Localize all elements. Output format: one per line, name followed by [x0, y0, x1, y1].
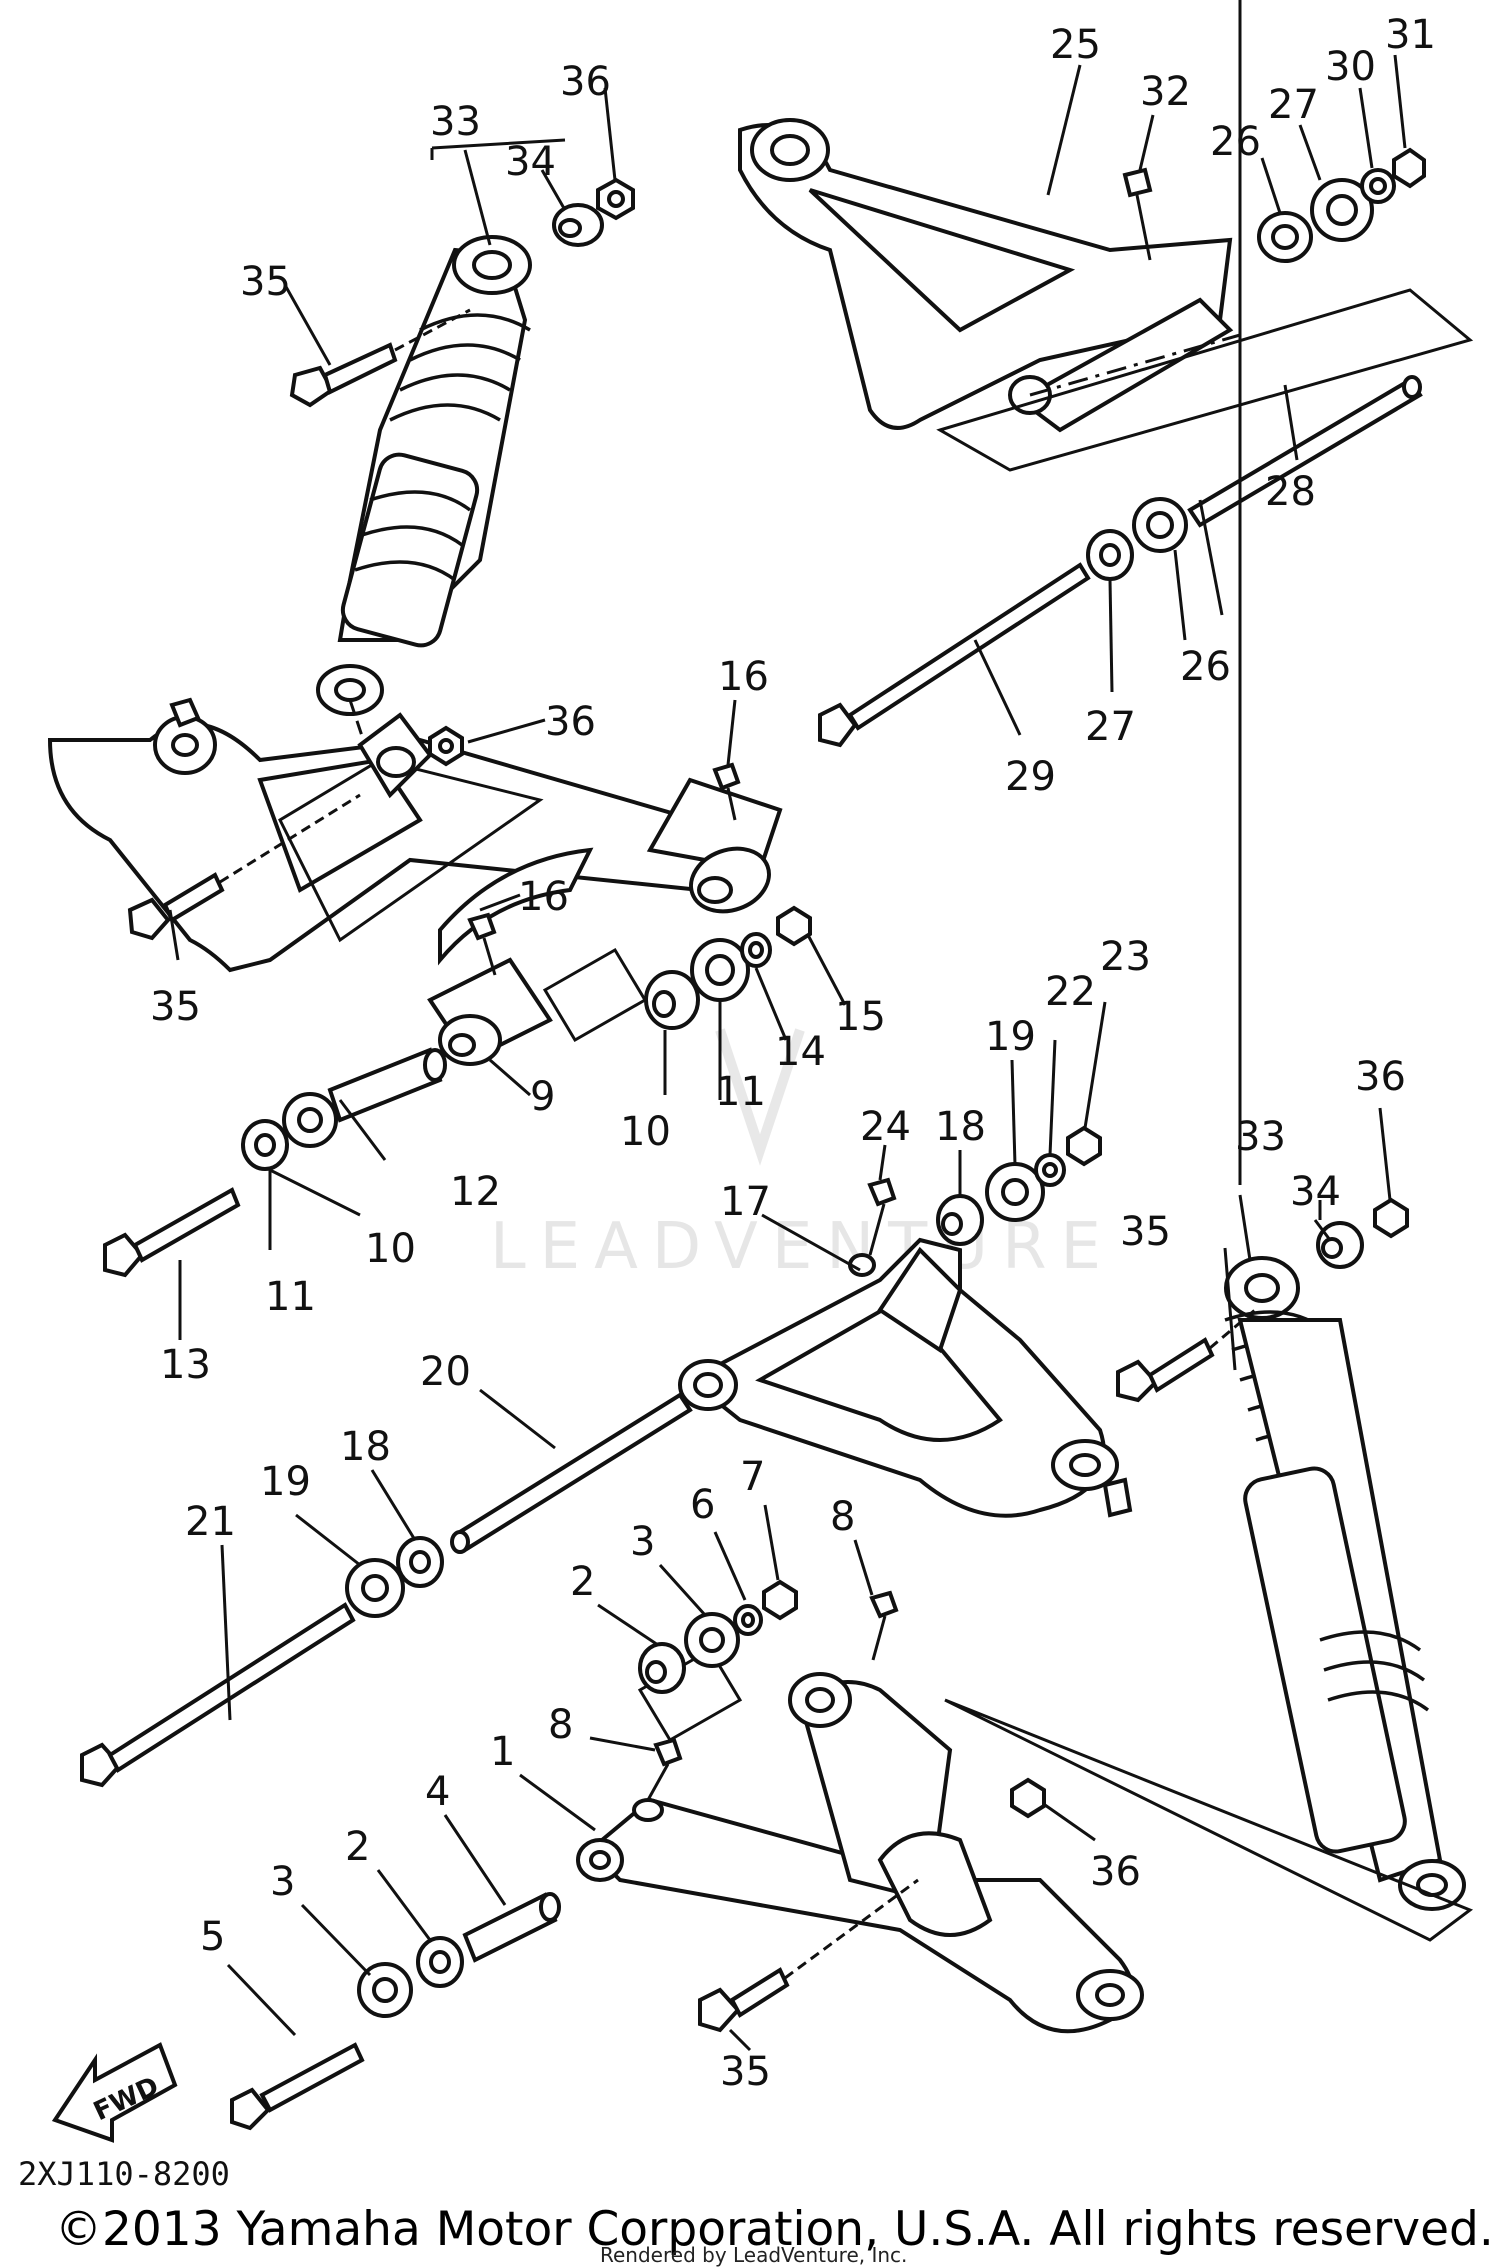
- callout-19: 19: [260, 1459, 311, 1505]
- callout-10: 10: [365, 1226, 416, 1272]
- callout-18: 18: [340, 1424, 391, 1470]
- callout-7: 7: [740, 1454, 765, 1500]
- callout-28: 28: [1265, 469, 1316, 515]
- callout-20: 20: [420, 1349, 471, 1395]
- callout-29: 29: [1005, 754, 1056, 800]
- grease-nipple-16a: [712, 762, 741, 821]
- callout-34: 34: [505, 139, 556, 185]
- grease-nipple-16b: [467, 912, 497, 976]
- callout-8: 8: [830, 1494, 855, 1540]
- callout-27: 27: [1085, 704, 1136, 750]
- callout-3: 3: [630, 1519, 655, 1565]
- grease-nipple-32: [1122, 167, 1153, 261]
- callout-2: 2: [570, 1559, 595, 1605]
- callout-24: 24: [860, 1104, 911, 1150]
- pivot-shaft-20: [450, 1392, 693, 1554]
- rendered-by-text: Rendered by LeadVenture, Inc.: [600, 2243, 907, 2267]
- nut-36-mid: [428, 725, 464, 767]
- callout-5: 5: [200, 1914, 225, 1960]
- bushing-set-mid-right: [1086, 497, 1188, 581]
- upper-arm-front: [678, 1237, 1133, 1518]
- lower-arm-front: [576, 1672, 1474, 2034]
- callout-15: 15: [835, 994, 886, 1040]
- rear-shock-left: [316, 235, 532, 761]
- callout-26: 26: [1180, 644, 1231, 690]
- callout-8: 8: [548, 1702, 573, 1748]
- callout-3: 3: [270, 1859, 295, 1905]
- nut-36-bottom: [1010, 1777, 1046, 1819]
- grease-nipple-8b: [646, 1737, 683, 1801]
- callout-22: 22: [1045, 969, 1096, 1015]
- leader-lines: [168, 0, 1407, 2052]
- grease-nipple-24: [867, 1177, 897, 1256]
- watermark-text: LEADVENTURE: [490, 1210, 1115, 1284]
- bushing-set-bottom-left: [230, 1892, 561, 2131]
- long-bolt-29: [818, 562, 1091, 748]
- callout-labels: 33 34 36 35 25 32 26 27 30 31 28 26 27 2…: [150, 12, 1436, 2095]
- callout-25: 25: [1050, 22, 1101, 68]
- callout-36: 36: [545, 699, 596, 745]
- callout-34: 34: [1290, 1169, 1341, 1215]
- callout-35: 35: [720, 2049, 771, 2095]
- callout-19: 19: [985, 1014, 1036, 1060]
- callout-35: 35: [150, 984, 201, 1030]
- bushing-set-right: [936, 1125, 1102, 1246]
- callout-9: 9: [530, 1074, 555, 1120]
- lower-arm-left: [47, 697, 783, 1066]
- bolt-35-mid: [127, 793, 361, 941]
- callout-35: 35: [240, 259, 291, 305]
- callout-4: 4: [425, 1769, 450, 1815]
- upper-arm-rear: [738, 118, 1474, 472]
- grease-nipple-8a: [869, 1590, 899, 1661]
- callout-31: 31: [1385, 12, 1436, 58]
- callout-1: 1: [490, 1729, 515, 1775]
- callout-27: 27: [1268, 82, 1319, 128]
- callout-26: 26: [1210, 119, 1261, 165]
- callout-12: 12: [450, 1169, 501, 1215]
- bolt-35-right: [1116, 1308, 1256, 1403]
- callout-35: 35: [1120, 1209, 1171, 1255]
- callout-14: 14: [775, 1029, 826, 1075]
- callout-10: 10: [620, 1109, 671, 1155]
- callout-21: 21: [185, 1499, 236, 1545]
- callout-33: 33: [1235, 1114, 1286, 1160]
- bolt-35-bottom: [698, 1878, 919, 2033]
- front-shock-right: [1224, 1256, 1466, 1911]
- callout-17: 17: [720, 1179, 771, 1225]
- long-bolt-21: [80, 1602, 356, 1788]
- fwd-arrow-icon: FWD: [51, 2042, 178, 2143]
- callout-30: 30: [1325, 44, 1376, 90]
- callout-36: 36: [560, 59, 611, 105]
- bushing-set-top-right: [1257, 147, 1426, 263]
- callout-36: 36: [1355, 1054, 1406, 1100]
- callout-13: 13: [160, 1342, 211, 1388]
- bushing-right-34: [1316, 1197, 1409, 1269]
- pivot-shaft-28: [1187, 375, 1423, 528]
- callout-23: 23: [1100, 934, 1151, 980]
- shock-bolt-top: [289, 308, 471, 408]
- bushing-set-lower-left: [345, 1536, 444, 1618]
- callout-16: 16: [518, 874, 569, 920]
- callout-11: 11: [715, 1069, 766, 1115]
- bushing-set-bottom: [637, 1579, 798, 1743]
- callout-6: 6: [690, 1482, 715, 1528]
- callout-18: 18: [935, 1104, 986, 1150]
- callout-16: 16: [718, 654, 769, 700]
- bushing-set-mid: [542, 905, 812, 1043]
- callout-11: 11: [265, 1274, 316, 1320]
- bushing-set-left: [103, 1047, 447, 1278]
- watermark: LEADVENTURE: [490, 1028, 1115, 1284]
- copyright-text: ©2013 Yamaha Motor Corporation, U.S.A. A…: [55, 2202, 1494, 2257]
- callout-32: 32: [1140, 69, 1191, 115]
- callout-2: 2: [345, 1824, 370, 1870]
- part-code: 2XJ110-8200: [18, 2155, 230, 2193]
- callout-33: 33: [430, 99, 481, 145]
- bushing-top-left: [552, 177, 635, 247]
- callout-36: 36: [1090, 1849, 1141, 1895]
